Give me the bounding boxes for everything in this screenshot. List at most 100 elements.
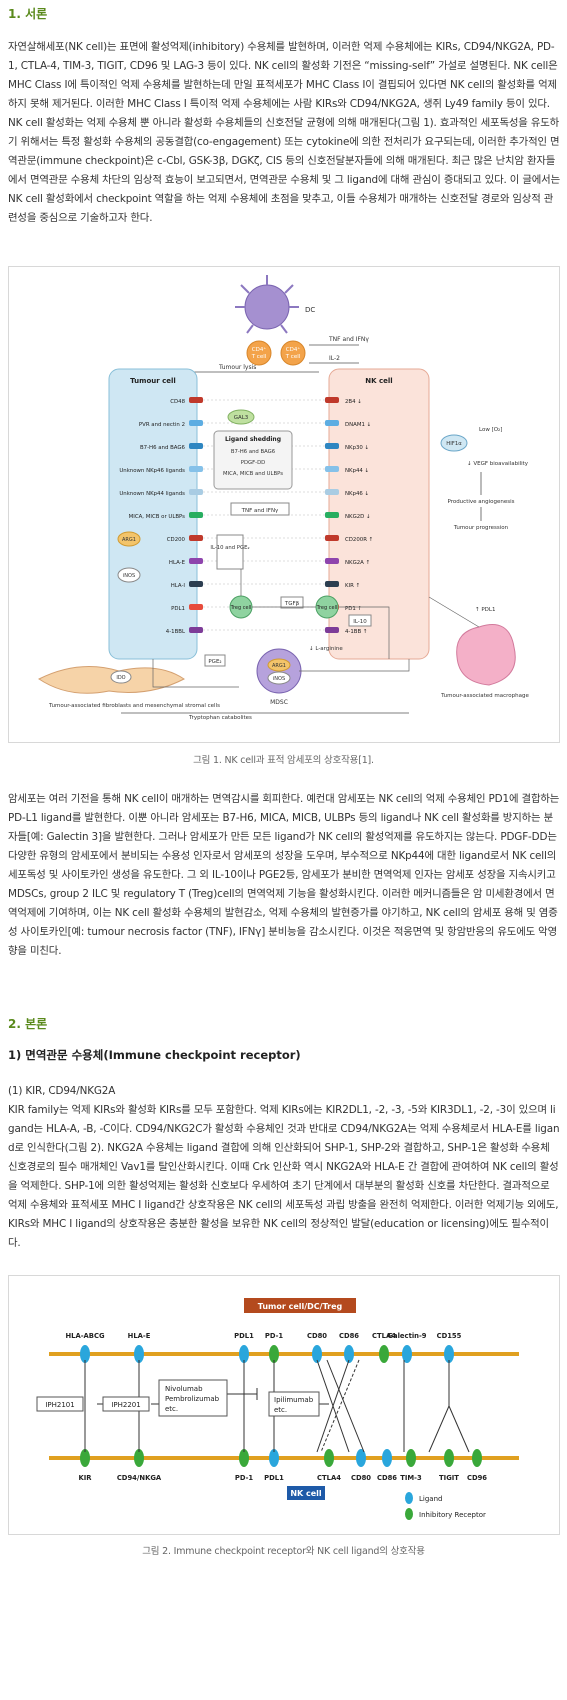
legend-ligand-label: Ligand bbox=[419, 1495, 442, 1503]
legend-receptor-swatch bbox=[405, 1508, 413, 1520]
figure-1-diagram: DC CD4⁺ T cell CD4⁺ T cell TNF and IFNγ … bbox=[38, 275, 529, 721]
legend-receptor-label: Inhibitory Receptor bbox=[419, 1511, 486, 1519]
nk-receptor-label: CD200R ↑ bbox=[345, 537, 373, 543]
tumour-ligand-label: CD200 bbox=[167, 537, 186, 543]
tumour-ligand-mark bbox=[189, 420, 203, 426]
bottom-marker-label: KIR bbox=[78, 1474, 92, 1482]
bottom-marker-label: PD-1 bbox=[235, 1474, 254, 1482]
hif1a-bubble bbox=[440, 434, 468, 452]
treg-label-1: Treg cell bbox=[230, 605, 252, 611]
section-title-intro: 1. 서론 bbox=[8, 7, 48, 21]
top-marker bbox=[269, 1345, 279, 1363]
nk-receptor-label: PD1 ↑ bbox=[345, 606, 362, 612]
nk-receptor-label: DNAM1 ↓ bbox=[345, 422, 371, 428]
legend-ligand-swatch bbox=[405, 1492, 413, 1504]
hif1a-label: HIF1α bbox=[446, 441, 462, 447]
top-marker-label: HLA-E bbox=[128, 1332, 151, 1340]
tnf-ifn-top-label: TNF and IFNγ bbox=[328, 336, 369, 343]
arg1-tumour-label: ARG1 bbox=[122, 537, 136, 543]
nk-receptor-mark bbox=[325, 512, 339, 518]
ido-bubble bbox=[110, 670, 132, 684]
pdl1-macrophage-label: ↑ PDL1 bbox=[475, 606, 495, 613]
pge2-box bbox=[204, 654, 226, 667]
drug-nivolumab: Nivolumab bbox=[165, 1385, 203, 1393]
arg1-mdsc-label: ARG1 bbox=[272, 663, 286, 669]
nk-cell-title: NK cell bbox=[365, 377, 392, 385]
tumour-ligand-label: PVR and nectin 2 bbox=[139, 422, 185, 428]
tumour-ligand-mark bbox=[189, 604, 203, 610]
tumour-ligand-label: MICA, MICB or ULBPs bbox=[129, 514, 186, 520]
shedding-item-1: B7-H6 and BAG6 bbox=[231, 449, 276, 455]
tumour-ligand-label: PDL1 bbox=[171, 606, 185, 612]
tumour-ligand-label: CD48 bbox=[170, 399, 185, 405]
nk-receptor-label: NKp44 ↓ bbox=[345, 468, 369, 474]
drug-nivolumab-box bbox=[158, 1379, 228, 1417]
nk-receptor-label: 2B4 ↓ bbox=[345, 399, 362, 405]
nk-receptor-mark bbox=[325, 466, 339, 472]
tumour-ligand-label: HLA-E bbox=[169, 560, 186, 566]
drug-iph2101-box bbox=[36, 1396, 84, 1412]
fibroblast-cells bbox=[38, 666, 185, 694]
nk-receptor-mark bbox=[325, 443, 339, 449]
top-marker bbox=[444, 1345, 454, 1363]
nk-receptor-labels: 2B4 ↓DNAM1 ↓NKp30 ↓NKp44 ↓NKp46 ↓NKG2D ↓… bbox=[203, 397, 373, 635]
bottom-marker bbox=[406, 1449, 416, 1467]
cd4-t-cell-1 bbox=[246, 340, 272, 366]
nk-receptor-mark bbox=[325, 489, 339, 495]
top-marker-label: Galectin-9 bbox=[387, 1332, 426, 1340]
bottom-marker bbox=[356, 1449, 366, 1467]
mdsc-label: MDSC bbox=[270, 699, 288, 706]
bottom-membrane bbox=[49, 1456, 519, 1460]
tumour-ligand-mark bbox=[189, 443, 203, 449]
bottom-marker bbox=[134, 1449, 144, 1467]
tumour-cell-title: Tumour cell bbox=[130, 377, 176, 385]
top-marker bbox=[312, 1345, 322, 1363]
nk-receptor-mark bbox=[325, 420, 339, 426]
nk-receptor-mark bbox=[325, 581, 339, 587]
tumour-ligand-mark bbox=[189, 627, 203, 633]
tumour-ligand-label: HLA-I bbox=[171, 583, 186, 589]
low-o2-label: Low [O₂] bbox=[479, 427, 502, 433]
ligand-shedding-title: Ligand shedding bbox=[225, 436, 281, 443]
top-marker-label: CD86 bbox=[339, 1332, 359, 1340]
tumour-ligand-label: 4-1BBL bbox=[166, 629, 185, 635]
gal3-bubble bbox=[227, 409, 255, 425]
tumor-banner-label: Tumor cell/DC/Treg bbox=[258, 1302, 343, 1311]
nk-receptor-label: NKG2D ↓ bbox=[345, 514, 371, 520]
top-marker bbox=[379, 1345, 389, 1363]
bottom-marker-label: CD86 bbox=[377, 1474, 397, 1482]
arg1-tumour bbox=[117, 531, 141, 547]
top-membrane bbox=[49, 1352, 519, 1356]
intro-paragraph-2: 암세포는 여러 기전을 통해 NK cell이 매개하는 면역감시를 회피한다.… bbox=[8, 793, 560, 957]
cd4-label-2: CD4⁺ bbox=[286, 346, 301, 353]
il2-label: IL-2 bbox=[329, 355, 340, 362]
bottom-marker-label: CTLA4 bbox=[317, 1474, 341, 1482]
tumour-ligand-mark bbox=[189, 581, 203, 587]
tumour-ligand-mark bbox=[189, 397, 203, 403]
drug-ipilimumab-box bbox=[268, 1391, 320, 1417]
ligand-shedding-box bbox=[213, 430, 293, 490]
tumour-ligand-mark bbox=[189, 535, 203, 541]
bottom-marker-label: TIM-3 bbox=[400, 1474, 422, 1482]
tumour-ligand-label: Unknown NKp44 ligands bbox=[119, 491, 185, 497]
macrophage-cell bbox=[456, 624, 516, 686]
top-marker bbox=[239, 1345, 249, 1363]
tryptophan-label: Tryptophan catabolites bbox=[188, 715, 252, 721]
figure-1: DC CD4⁺ T cell CD4⁺ T cell TNF and IFNγ … bbox=[8, 266, 560, 743]
bottom-marker-label: CD94/NKGA bbox=[117, 1474, 162, 1482]
inos-mdsc-label: iNOS bbox=[273, 676, 285, 682]
bottom-marker-label: TIGIT bbox=[439, 1474, 459, 1482]
item-title-kir: (1) KIR, CD94/NKG2A bbox=[8, 1085, 116, 1097]
bottom-marker bbox=[324, 1449, 334, 1467]
tumour-ligand-mark bbox=[189, 489, 203, 495]
tgfb-box bbox=[280, 596, 304, 609]
nk-receptor-mark bbox=[325, 397, 339, 403]
arginine-label: ↓ L-arginine bbox=[309, 645, 343, 652]
intro-paragraph-1: 자연살해세포(NK cell)는 표면에 활성억제(inhibitory) 수용… bbox=[8, 41, 560, 224]
drug-iph2101: IPH2101 bbox=[45, 1401, 74, 1409]
top-marker-label: CTLA4 bbox=[372, 1332, 396, 1340]
section-title-main: 2. 본론 bbox=[8, 1017, 48, 1031]
